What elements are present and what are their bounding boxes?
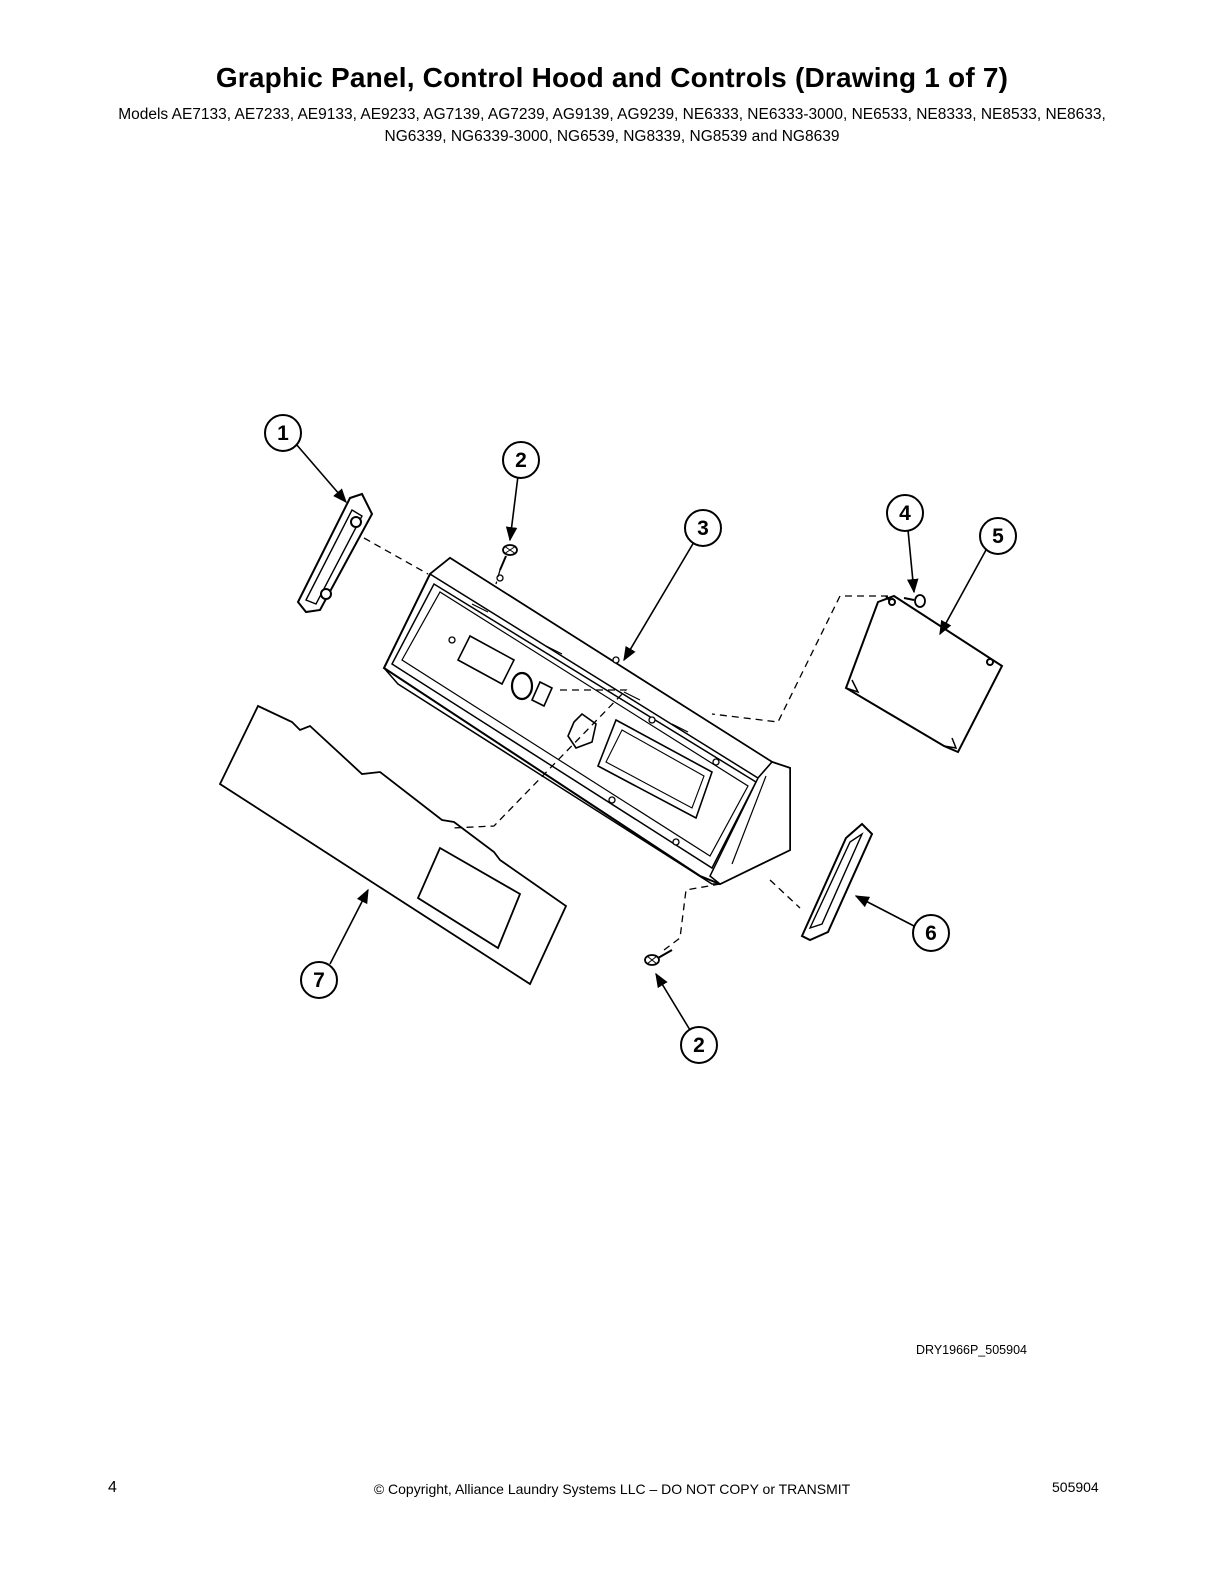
drawing-id: DRY1966P_505904 <box>916 1343 1027 1357</box>
control-hood <box>382 556 791 886</box>
callout-4: 4 <box>886 494 924 532</box>
callout-1-label: 1 <box>277 422 289 445</box>
callout-2-bottom: 2 <box>680 1026 718 1064</box>
callout-5-label: 5 <box>992 525 1004 548</box>
screw-bottom <box>644 949 673 966</box>
page-title: Graphic Panel, Control Hood and Controls… <box>215 62 1009 93</box>
callout-2-bottom-label: 2 <box>693 1034 705 1057</box>
callout-6-label: 6 <box>925 922 937 945</box>
callout-3-label: 3 <box>697 517 709 540</box>
right-end-cap <box>800 822 874 942</box>
mounting-bracket <box>844 594 1004 754</box>
graphic-overlay-panel <box>218 704 568 986</box>
callout-2-top-label: 2 <box>515 449 527 472</box>
page-number: 4 <box>108 1479 117 1496</box>
models-list: Models AE7133, AE7233, AE9133, AE9233, A… <box>118 106 1106 145</box>
callout-7-label: 7 <box>313 969 325 992</box>
screw-right <box>903 594 926 608</box>
document-number: 505904 <box>1052 1479 1099 1495</box>
callout-7: 7 <box>300 961 338 999</box>
callout-2-top: 2 <box>502 441 540 479</box>
copyright-notice: © Copyright, Alliance Laundry Systems LL… <box>373 1481 851 1497</box>
callout-leaders <box>295 443 987 1031</box>
screw-top <box>499 544 518 571</box>
callout-5: 5 <box>979 517 1017 555</box>
assembly-guide-lines <box>363 537 888 951</box>
callout-6: 6 <box>912 914 950 952</box>
callout-3: 3 <box>684 509 722 547</box>
callout-1: 1 <box>264 414 302 452</box>
callout-4-label: 4 <box>899 502 911 525</box>
left-end-cap <box>296 492 374 614</box>
